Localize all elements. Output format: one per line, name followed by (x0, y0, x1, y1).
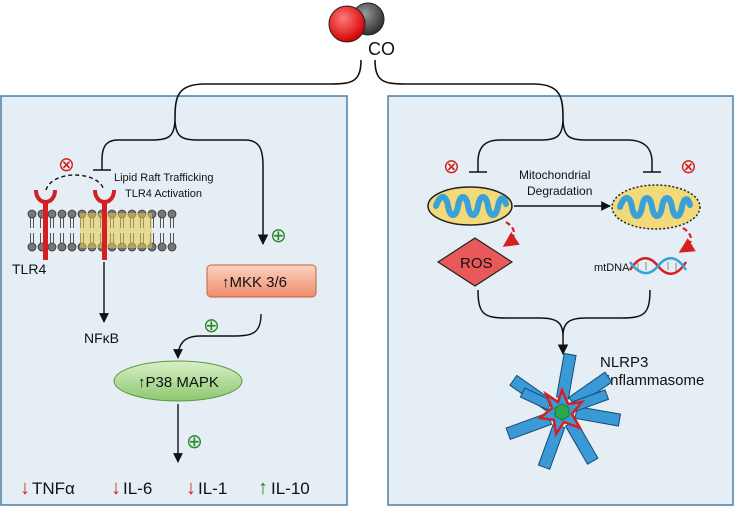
left-panel (0, 95, 348, 506)
cytokine-il1: ↓ IL-1 (186, 477, 227, 499)
mtdna-label: mtDNA (594, 262, 630, 274)
inhibit-sign-mito-right: ⊗ (680, 156, 697, 178)
p38-label: ↑P38 MAPK (138, 374, 219, 391)
cytokine-il6: ↓ IL-6 (111, 477, 152, 499)
lipid-raft-label: Lipid Raft Trafficking (114, 172, 213, 184)
tlr4-label: TLR4 (12, 261, 46, 277)
lipid-raft (80, 213, 152, 248)
co-molecule-icon (328, 2, 385, 43)
mkk-box (206, 264, 317, 298)
cytokine-arrow: ↓ (111, 477, 121, 499)
cytokine-arrow: ↓ (20, 477, 30, 499)
mtdna-release-arrow (678, 227, 696, 253)
cytokine-name: TNFα (32, 479, 75, 498)
p38-ellipse (113, 360, 243, 402)
mtdna-helix-icon (628, 257, 688, 275)
inhibit-sign-mito-left: ⊗ (443, 156, 460, 178)
cytokine-il10: ↑ IL-10 (258, 477, 310, 499)
activate-sign-cytokines: ⊕ (186, 431, 203, 453)
dimerization-arc (45, 174, 105, 191)
mkk-to-p38-arrow (173, 313, 262, 359)
ros-diamond (436, 237, 514, 287)
inhibit-sign-left: ⊗ (58, 154, 75, 176)
inflammasome-icon (505, 352, 622, 470)
cytokine-arrow: ↓ (186, 477, 196, 499)
activate-sign-mkk: ⊕ (270, 225, 287, 247)
co-label: CO (368, 39, 395, 59)
mkk-label: ↑MKK 3/6 (222, 274, 287, 291)
left-sub-brace (101, 117, 263, 244)
right-sub-brace (477, 117, 653, 172)
mitochondrion-icon (427, 186, 513, 226)
activate-sign-p38: ⊕ (203, 315, 220, 337)
mito-degradation-label: Mitochondrial (519, 168, 590, 182)
ros-release-arrow (502, 221, 520, 247)
ros-label: ROS (460, 255, 493, 272)
co-brace (174, 59, 564, 119)
nlrp3-label: NLRP3 (600, 354, 648, 371)
tlr4-receptor-right (93, 189, 116, 260)
inflammasome-label: Inflammasome (606, 372, 704, 389)
tlr4-receptor-left (34, 189, 57, 260)
cytokine-tnfa: ↓ TNFα (20, 477, 75, 499)
cytokine-name: IL-10 (271, 479, 310, 498)
nfkb-label: NFκB (84, 330, 119, 346)
tlr4-activation-label: TLR4 Activation (125, 188, 202, 200)
damaged-mitochondrion-icon (611, 184, 701, 230)
cytokine-arrow: ↑ (258, 477, 268, 499)
mito-degradation-label-2: Degradation (527, 184, 592, 198)
merge-brace (477, 289, 651, 354)
cytokine-name: IL-1 (198, 479, 227, 498)
cytokine-name: IL-6 (123, 479, 152, 498)
